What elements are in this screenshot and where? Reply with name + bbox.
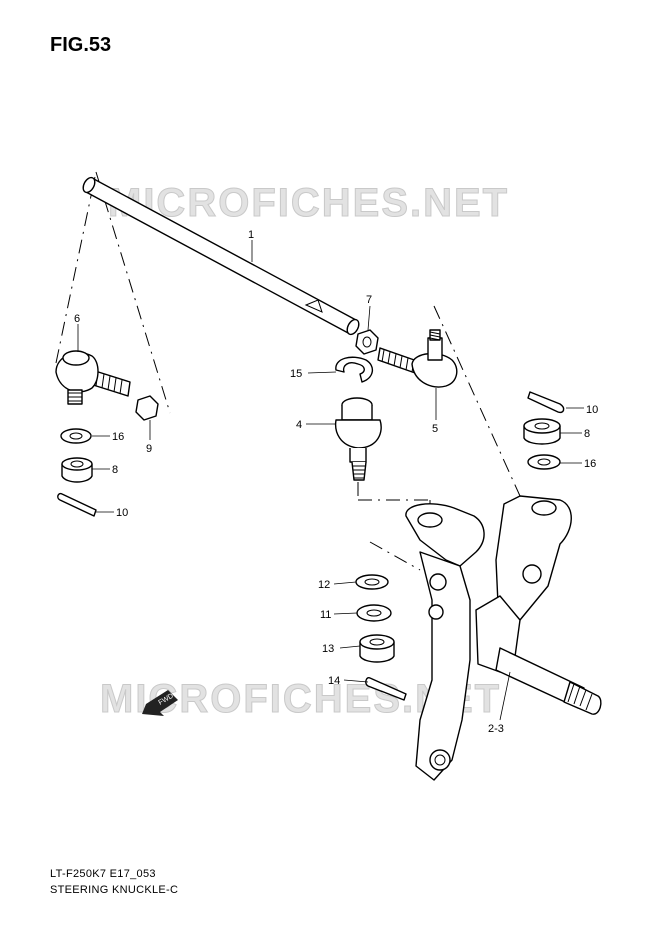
tie-rod — [82, 176, 360, 336]
callout-2-3: 2-3 — [488, 723, 504, 735]
callout-10-left: 10 — [116, 507, 128, 519]
fwd-arrow-icon: FWD — [142, 690, 178, 716]
callout-16-right: 16 — [584, 458, 596, 470]
callout-15: 15 — [290, 368, 302, 380]
cotter-pin-10-left — [57, 492, 97, 517]
callout-8-left: 8 — [112, 464, 118, 476]
circlip-15 — [335, 356, 373, 383]
callout-12: 12 — [318, 579, 330, 591]
callout-1: 1 — [248, 229, 254, 241]
footer-section-name: STEERING KNUCKLE-C — [50, 884, 179, 896]
tie-rod-end-left — [55, 350, 131, 405]
washer-16-left — [60, 428, 92, 444]
leader-lines — [77, 240, 584, 721]
nut-9 — [135, 395, 159, 421]
footer-model-code: LT-F250K7 E17_053 — [50, 868, 156, 880]
nut-7 — [355, 329, 379, 355]
steering-knuckle — [405, 495, 602, 781]
figure-title: FIG.53 — [50, 34, 112, 56]
callout-16-left: 16 — [112, 431, 124, 443]
callout-14: 14 — [328, 675, 340, 687]
callout-11: 11 — [320, 609, 331, 621]
castle-nut-13 — [359, 634, 395, 663]
watermark-top: MICROFICHES.NET — [108, 181, 509, 225]
ball-joint-4 — [334, 397, 382, 481]
callout-6: 6 — [74, 313, 80, 325]
washer-11 — [356, 604, 392, 622]
castle-nut-8-left — [61, 457, 93, 483]
callout-4: 4 — [296, 419, 302, 431]
callout-7: 7 — [366, 294, 372, 306]
tie-rod-end-right — [377, 329, 458, 388]
callout-9: 9 — [146, 443, 152, 455]
callout-5: 5 — [432, 423, 438, 435]
castle-nut-8-right — [523, 418, 561, 445]
washer-12 — [355, 574, 389, 590]
cotter-pin-14 — [365, 677, 407, 701]
washer-16-right — [527, 454, 561, 470]
callout-8-right: 8 — [584, 428, 590, 440]
cotter-pin-10-right — [527, 391, 565, 414]
callout-13: 13 — [322, 643, 334, 655]
callout-10-right: 10 — [586, 404, 598, 416]
